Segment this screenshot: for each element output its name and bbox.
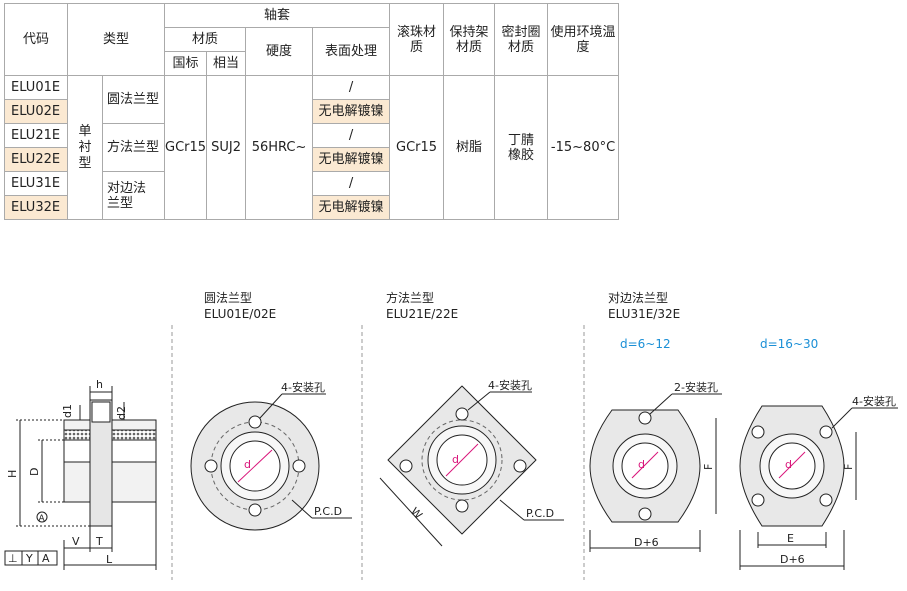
- spec-table: 代码 类型 轴套 滚珠材质 保持架材质 密封圈材质 使用环境温度 材质 硬度 表…: [4, 3, 620, 220]
- surface-cell: /: [312, 123, 391, 148]
- dim-D: D: [28, 468, 41, 476]
- flange-type-cell: 对边法兰型: [102, 171, 165, 220]
- surface-cell: 无电解镀镍: [312, 99, 391, 124]
- code-cell: ELU21E: [4, 123, 68, 148]
- code-cell: ELU02E: [4, 99, 68, 124]
- round-d-label: d: [244, 458, 251, 471]
- cut-flange-small-view: [589, 393, 722, 552]
- dim-d2: d2: [115, 406, 128, 420]
- code-cell: ELU31E: [4, 171, 68, 196]
- large-e-label: E: [787, 532, 794, 545]
- small-f-label: F: [702, 464, 715, 470]
- header-surface: 表面处理: [312, 27, 391, 76]
- header-seal: 密封圈材质: [494, 3, 549, 76]
- dim-V: V: [72, 535, 80, 548]
- equiv-cell: SUJ2: [206, 75, 247, 220]
- header-hardness: 硬度: [245, 27, 314, 76]
- datum-a: A: [39, 514, 46, 524]
- large-f-label: F: [842, 464, 855, 470]
- seal-cell: 丁腈橡胶: [494, 75, 549, 220]
- header-gb: 国标: [163, 51, 208, 76]
- cut-title: 对边法兰型: [608, 291, 669, 305]
- header-type: 类型: [67, 3, 165, 76]
- small-hole-label: 2-安装孔: [674, 380, 718, 394]
- hardness-cell: 56HRC~: [245, 75, 314, 220]
- small-d6-label: D+6: [634, 536, 659, 549]
- square-w-label: W: [408, 505, 425, 522]
- code-cell: ELU32E: [4, 195, 68, 220]
- cut-code: ELU31E/32E: [608, 307, 681, 321]
- dim-T: T: [95, 535, 103, 548]
- code-cell: ELU22E: [4, 147, 68, 172]
- round-pcd-label: P.C.D: [314, 505, 342, 518]
- round-flange-view: [190, 393, 352, 531]
- large-d-label: d: [785, 458, 792, 471]
- dim-L: L: [106, 553, 113, 566]
- large-range-label: d=16~30: [760, 337, 819, 351]
- square-d-label: d: [452, 453, 459, 466]
- round-hole-label: 4-安装孔: [281, 380, 325, 394]
- large-hole-label: 4-安装孔: [852, 394, 896, 408]
- surface-cell: 无电解镀镍: [312, 195, 391, 220]
- header-equiv: 相当: [206, 51, 247, 76]
- cut-flange-large-view: [739, 405, 898, 570]
- single-type-cell: 单衬型: [67, 75, 103, 220]
- flange-type-cut: 对边法兰型: [107, 180, 147, 211]
- tol-a: A: [42, 552, 50, 565]
- side-view: [4, 386, 157, 570]
- round-title: 圆法兰型: [204, 291, 253, 305]
- dim-d1: d1: [61, 404, 74, 418]
- gb-cell: GCr15: [163, 75, 208, 220]
- single-type: 单衬型: [78, 123, 92, 171]
- flange-type-cell: 方法兰型: [102, 123, 165, 172]
- dim-h: h: [96, 378, 103, 391]
- code-cell: ELU01E: [4, 75, 68, 100]
- square-flange-view: [379, 385, 564, 547]
- round-code: ELU01E/02E: [204, 307, 277, 321]
- view-separators: [171, 325, 585, 580]
- header-env: 使用环境温度: [547, 3, 620, 76]
- tol-y: Y: [25, 552, 33, 565]
- header-code: 代码: [4, 3, 68, 76]
- square-pcd-label: P.C.D: [526, 507, 554, 520]
- small-d-label: d: [638, 458, 645, 471]
- header-ball: 滚珠材质: [389, 3, 445, 76]
- square-hole-label: 4-安装孔: [488, 378, 532, 392]
- seal-value: 丁腈橡胶: [508, 132, 535, 163]
- small-range-label: d=6~12: [620, 337, 671, 351]
- dim-H: H: [6, 470, 19, 478]
- env-cell: -15~80°C: [547, 75, 620, 220]
- square-title: 方法兰型: [386, 291, 435, 305]
- large-d6-label: D+6: [780, 553, 805, 566]
- tol-perp: ⊥: [8, 552, 18, 565]
- square-code: ELU21E/22E: [386, 307, 459, 321]
